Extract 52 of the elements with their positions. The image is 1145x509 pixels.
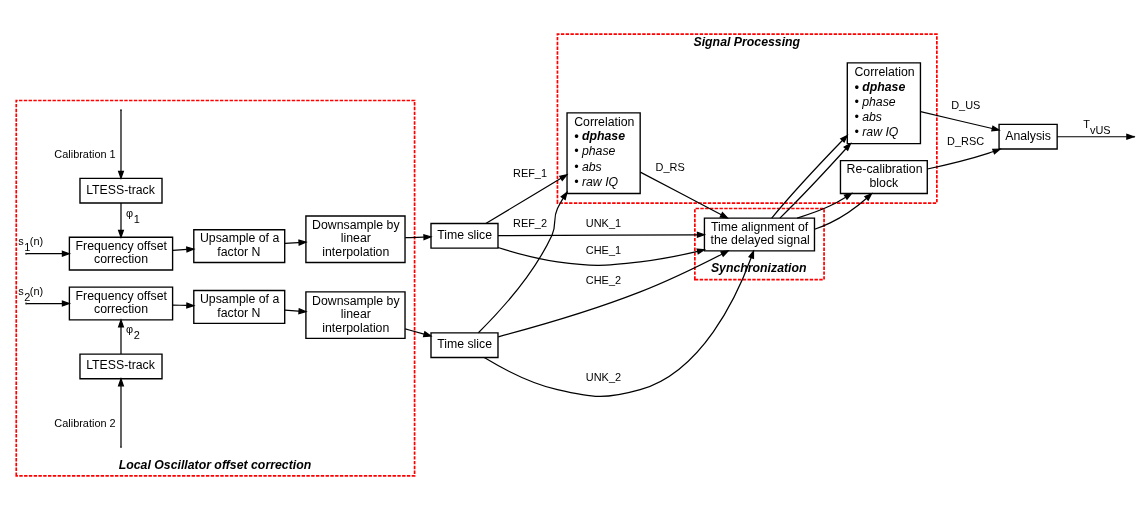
arrow: [172, 245, 196, 253]
arrow: [117, 109, 125, 180]
node-box: Frequency offset correction: [68, 236, 174, 271]
edge-label: UNK_1: [585, 216, 622, 229]
edge-label: D_US: [951, 98, 981, 111]
arrow: [779, 141, 852, 219]
arrow: [25, 299, 72, 307]
arrow: [771, 133, 849, 219]
arrow: [117, 317, 125, 354]
arrow: [497, 231, 707, 238]
arrow: [639, 171, 730, 219]
arrow: [1056, 133, 1136, 140]
arrow: [813, 191, 873, 230]
node-box: LTESS-track: [79, 352, 163, 379]
node-box: Downsample by linear interpolation: [305, 290, 406, 339]
edge-label: CHE_1: [585, 243, 622, 255]
arrow: [926, 147, 1002, 170]
node-box: Time alignment of the delayed signal: [703, 216, 816, 252]
arrow: [404, 327, 433, 337]
edge-label: CHE_2: [585, 273, 622, 286]
arrow: [117, 201, 125, 239]
edge-label: Calibration 2: [54, 416, 116, 429]
arrow: [172, 301, 196, 309]
arrow: [796, 192, 854, 219]
arrow: [497, 246, 707, 266]
edge-label: D_RS: [655, 160, 685, 173]
arrow: [483, 248, 755, 397]
arrow: [920, 110, 1001, 132]
arrow: [25, 249, 72, 257]
node-box: Time slice: [430, 222, 499, 249]
arrow: [404, 233, 433, 240]
node-box: Time slice: [430, 331, 499, 358]
node-box: Analysis: [998, 123, 1058, 150]
node-box: Upsample of a factor N: [193, 228, 286, 263]
edge-label: D_RSC: [947, 134, 985, 147]
arrow: [117, 376, 125, 447]
node-box: LTESS-track: [79, 177, 163, 204]
edge-label: REF_2: [513, 216, 548, 229]
node-box: Upsample of a factor N: [193, 289, 286, 324]
node-box: Re-calibration block: [839, 159, 928, 194]
node-box: Frequency offset correction: [68, 285, 174, 321]
edge-label: Calibration 1: [54, 147, 116, 160]
arrow: [284, 238, 308, 246]
edge-label: UNK_2: [585, 370, 622, 383]
arrow: [485, 173, 569, 224]
arrow: [477, 190, 568, 333]
edge-label: REF_1: [513, 166, 548, 179]
arrow: [284, 307, 308, 314]
arrow: [497, 249, 730, 337]
node-box: Correlation • dphase • phase • abs • raw IQ: [566, 111, 641, 194]
node-box: Downsample by linear interpolation: [305, 214, 406, 263]
node-box: Correlation • dphase • phase • abs • raw IQ: [846, 61, 922, 144]
